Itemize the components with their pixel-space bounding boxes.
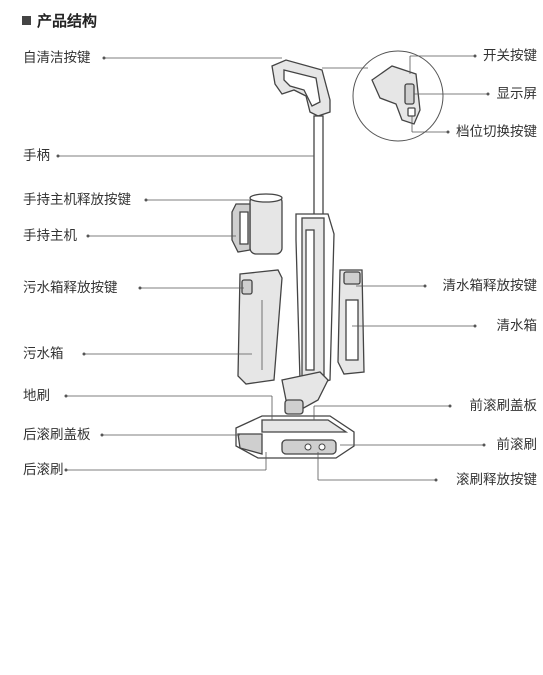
handle-pole: [313, 115, 324, 217]
leader-lines-left: [56, 56, 314, 472]
label-dirty-tank-release-button: 污水箱释放按键: [23, 280, 118, 296]
label-display: 显示屏: [496, 86, 538, 102]
label-power-button: 开关按键: [483, 48, 537, 64]
label-rear-roller: 后滚刷: [23, 462, 64, 478]
label-clean-water-tank: 清水箱: [496, 318, 538, 334]
label-self-clean-button: 自清洁按键: [23, 50, 91, 66]
handle-grip: [271, 59, 331, 117]
handheld-unit-drawing: [231, 193, 283, 255]
bullet-square-icon: [22, 16, 31, 25]
section-title: 产品结构: [37, 12, 98, 30]
dirty-tank-drawing: [237, 269, 283, 385]
label-dirty-water-tank: 污水箱: [23, 346, 64, 362]
label-floor-brush: 地刷: [23, 388, 50, 404]
label-handle: 手柄: [23, 148, 50, 164]
clean-tank-drawing: [337, 269, 365, 375]
label-rear-roller-cover: 后滚刷盖板: [23, 427, 91, 443]
section-header: 产品结构: [22, 10, 97, 31]
inset-detail: [352, 50, 444, 142]
leader-lines-right: [313, 54, 490, 482]
label-clean-tank-release-button: 清水箱释放按键: [442, 278, 538, 294]
floor-brush-drawing: [235, 415, 355, 459]
label-mode-switch-button: 档位切换按键: [456, 124, 537, 140]
label-front-roller-cover: 前滚刷盖板: [469, 398, 538, 414]
main-body: [295, 213, 335, 385]
label-handheld-unit: 手持主机: [23, 228, 77, 244]
swivel-joint: [284, 399, 304, 415]
label-roller-release-button: 滚刷释放按键: [456, 472, 537, 488]
label-front-roller: 前滚刷: [496, 437, 538, 453]
label-handheld-release-button: 手持主机释放按键: [23, 192, 131, 208]
